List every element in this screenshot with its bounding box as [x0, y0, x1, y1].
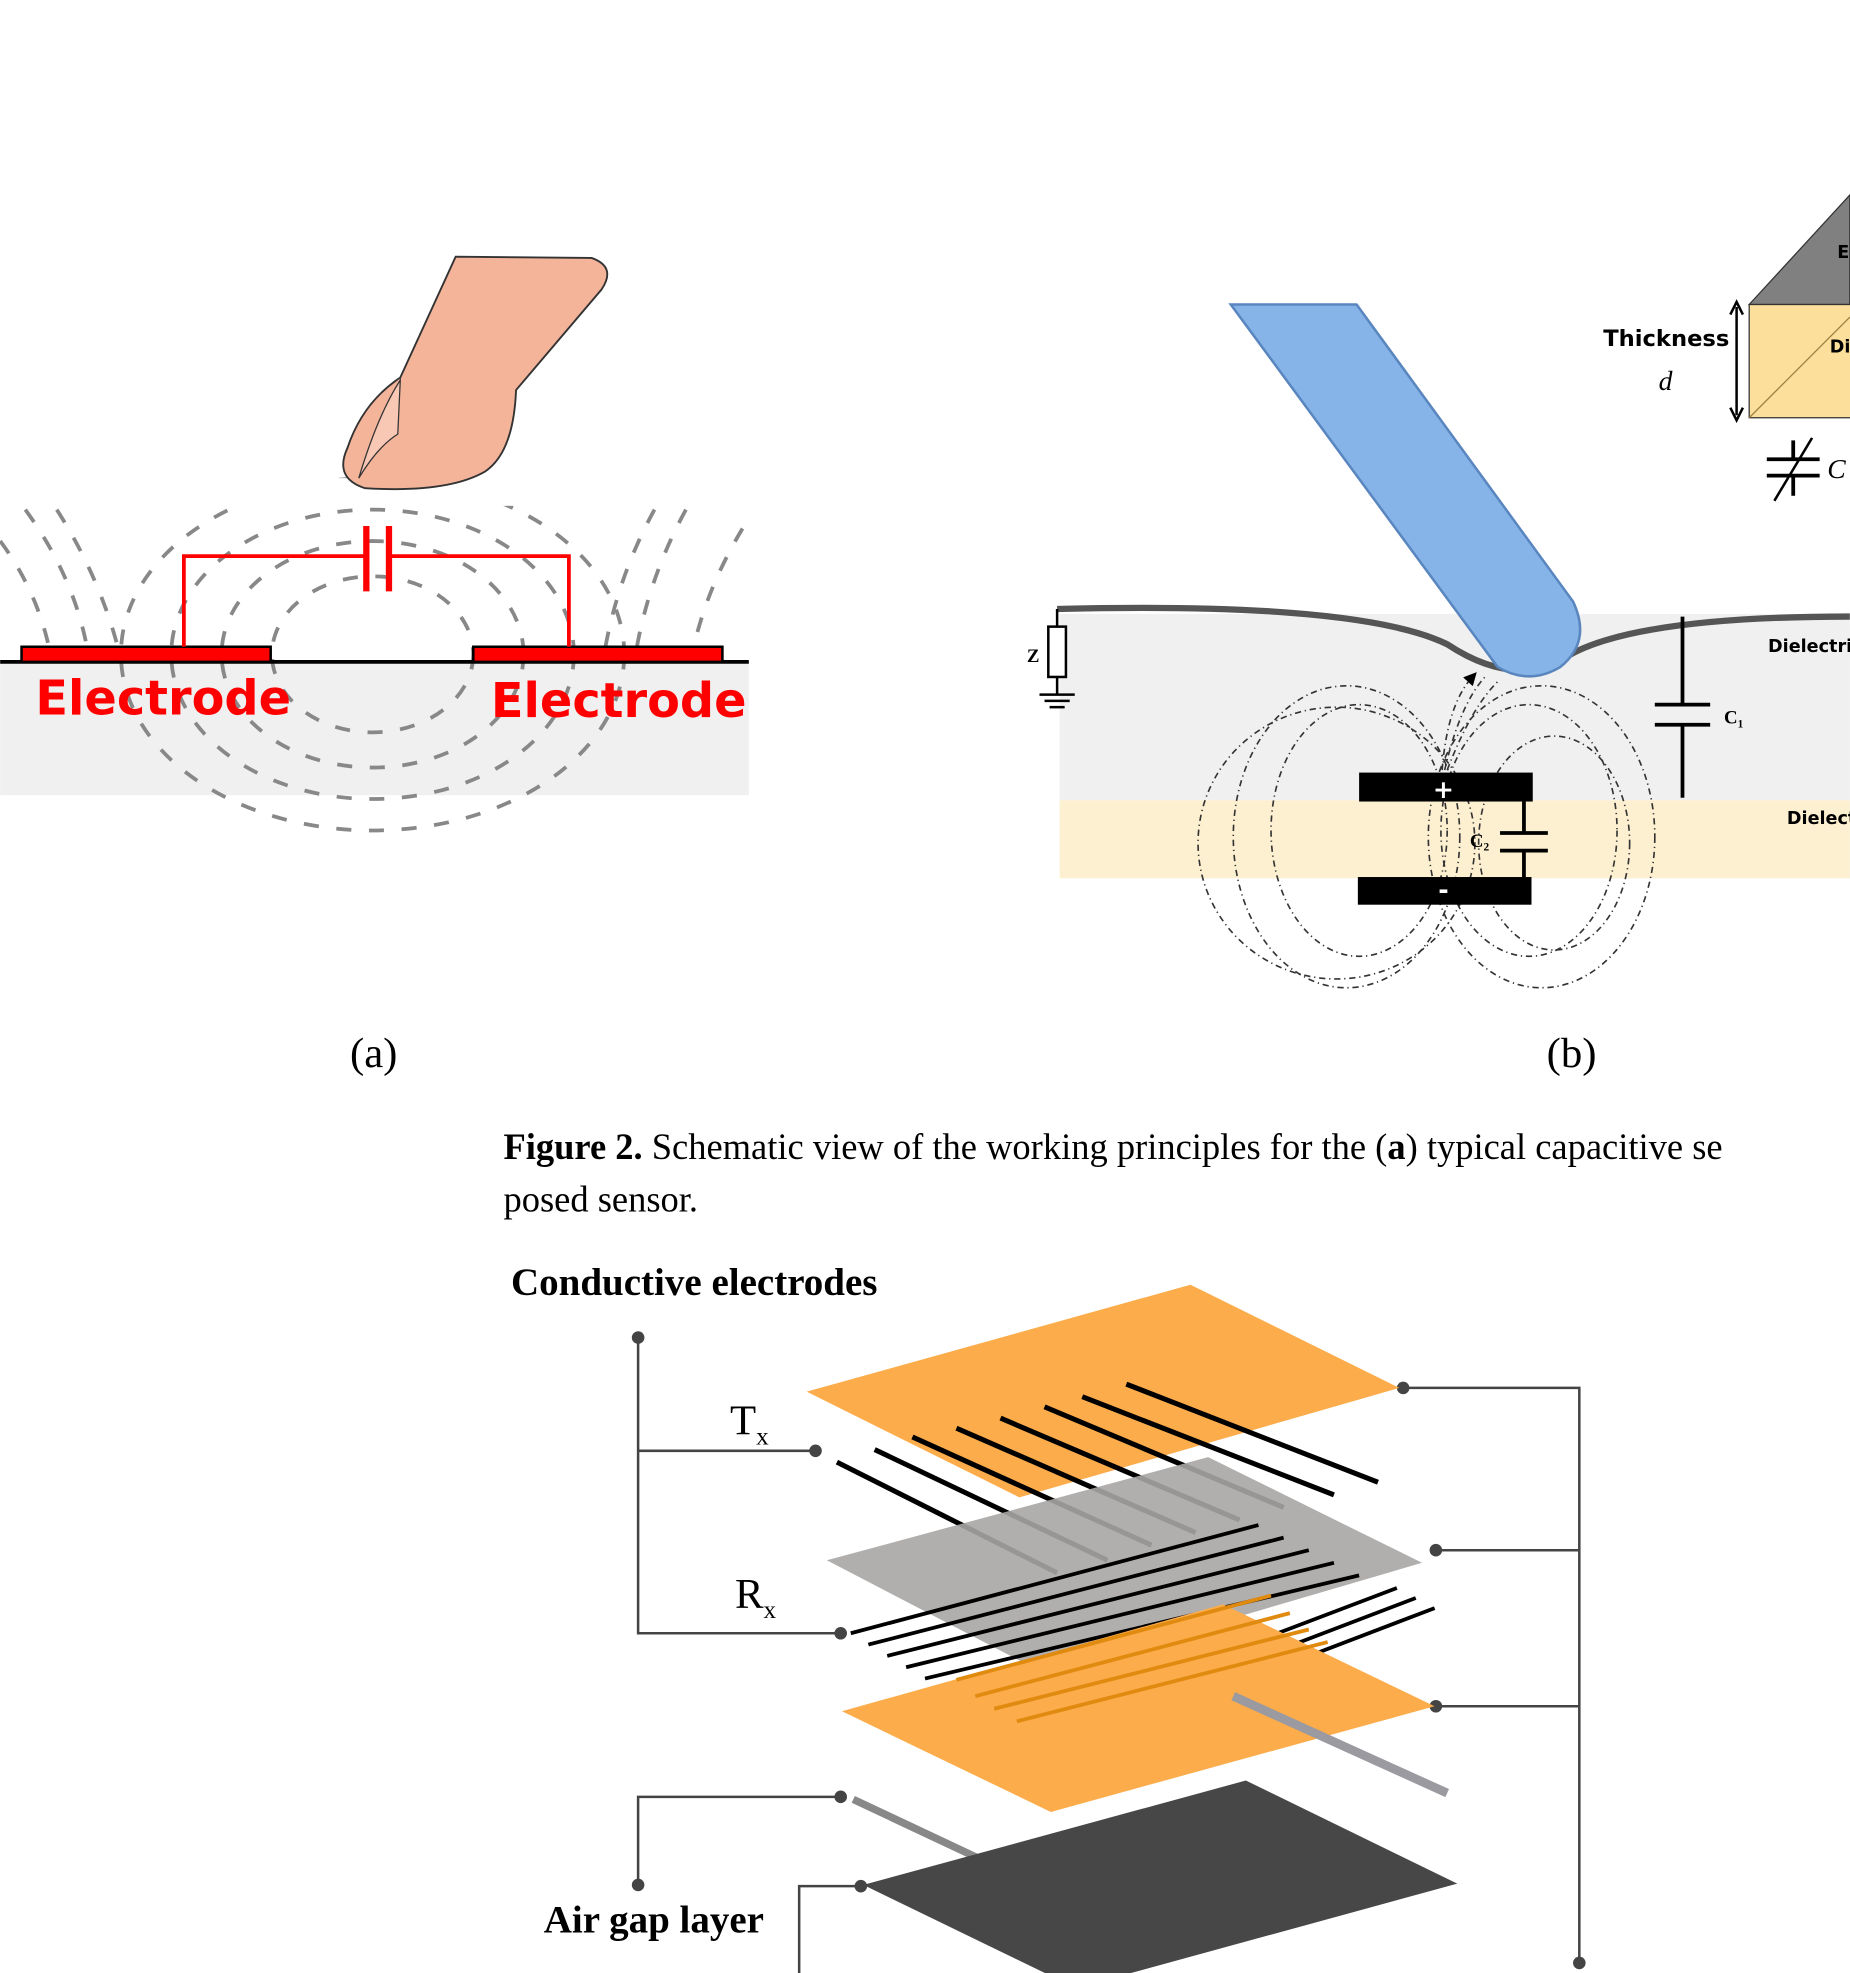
figure-caption-line2: posed sensor. — [503, 1179, 698, 1220]
dielectric-lower-layer — [1059, 800, 1850, 879]
field-lines — [1197, 677, 1656, 989]
variable-capacitor-icon — [1766, 437, 1820, 502]
connection-nodes — [631, 1331, 1586, 1970]
figure-caption-line1: Figure 2. Schematic view of the working … — [503, 1126, 1722, 1167]
thickness-label: Thickness — [1603, 326, 1729, 352]
panel-a-label: (a) — [350, 1030, 397, 1077]
c2-label: C2 — [1470, 831, 1490, 854]
spacer-rod — [1231, 1692, 1450, 1798]
tx-label: Tx — [730, 1397, 769, 1450]
capacitor-wire — [181, 554, 571, 647]
panel-b-label: (b) — [1547, 1030, 1597, 1077]
thickness-arrow-icon — [1729, 299, 1745, 424]
panel-b-proposed-sensor: + - C2 C1 Z Dielectric Dielect E Di — [1027, 193, 1850, 1077]
connection-wires — [636, 1337, 1581, 1973]
conductive-electrodes-label: Conductive electrodes — [511, 1261, 877, 1304]
rx-label: Rx — [735, 1571, 777, 1624]
top-orange-layer — [806, 1284, 1400, 1498]
electrode-right — [472, 645, 724, 664]
bottom-orange-layer — [841, 1604, 1435, 1812]
parallel-plate-cube: E Di — [1747, 193, 1850, 419]
air-gap-label: Air gap layer — [544, 1899, 764, 1942]
dielectric-label-lower: Dielect — [1787, 809, 1850, 829]
capacitor-c1-icon — [1654, 616, 1711, 798]
exploded-sensor-diagram: Conductive electrodes — [511, 1261, 1586, 1973]
bottom-electrode-layer — [863, 1780, 1458, 1973]
capacitance-symbol: C — [1827, 453, 1846, 484]
dielectric-label-upper: Dielectric — [1768, 637, 1850, 657]
c1-label: C1 — [1724, 708, 1744, 731]
cube-dielectric-label: Di — [1830, 337, 1850, 357]
gray-dielectric-layer — [826, 1457, 1423, 1674]
embedded-lines — [955, 1593, 1329, 1724]
electrode-label-left: Electrode — [35, 672, 291, 727]
thickness-symbol: d — [1659, 365, 1673, 396]
positive-electrode — [1359, 772, 1533, 802]
electrode-left — [20, 645, 272, 664]
rx-electrodes — [850, 1523, 1436, 1681]
spacer-rod — [851, 1795, 984, 1864]
capacitor-c2-icon — [1500, 801, 1548, 878]
z-label: Z — [1027, 646, 1040, 667]
negative-electrode — [1357, 877, 1532, 905]
stylus-icon — [1228, 303, 1582, 678]
plus-sign: + — [1433, 775, 1454, 804]
impedance-ground-icon — [1039, 609, 1075, 709]
minus-sign: - — [1438, 875, 1448, 904]
panel-a-capacitive-sensor: Electrode Electrode (a) — [0, 255, 756, 1077]
substrate — [0, 661, 749, 796]
cube-electrode-label: E — [1837, 243, 1849, 263]
electrode-label-right: Electrode — [491, 674, 747, 729]
finger-icon — [342, 255, 609, 491]
